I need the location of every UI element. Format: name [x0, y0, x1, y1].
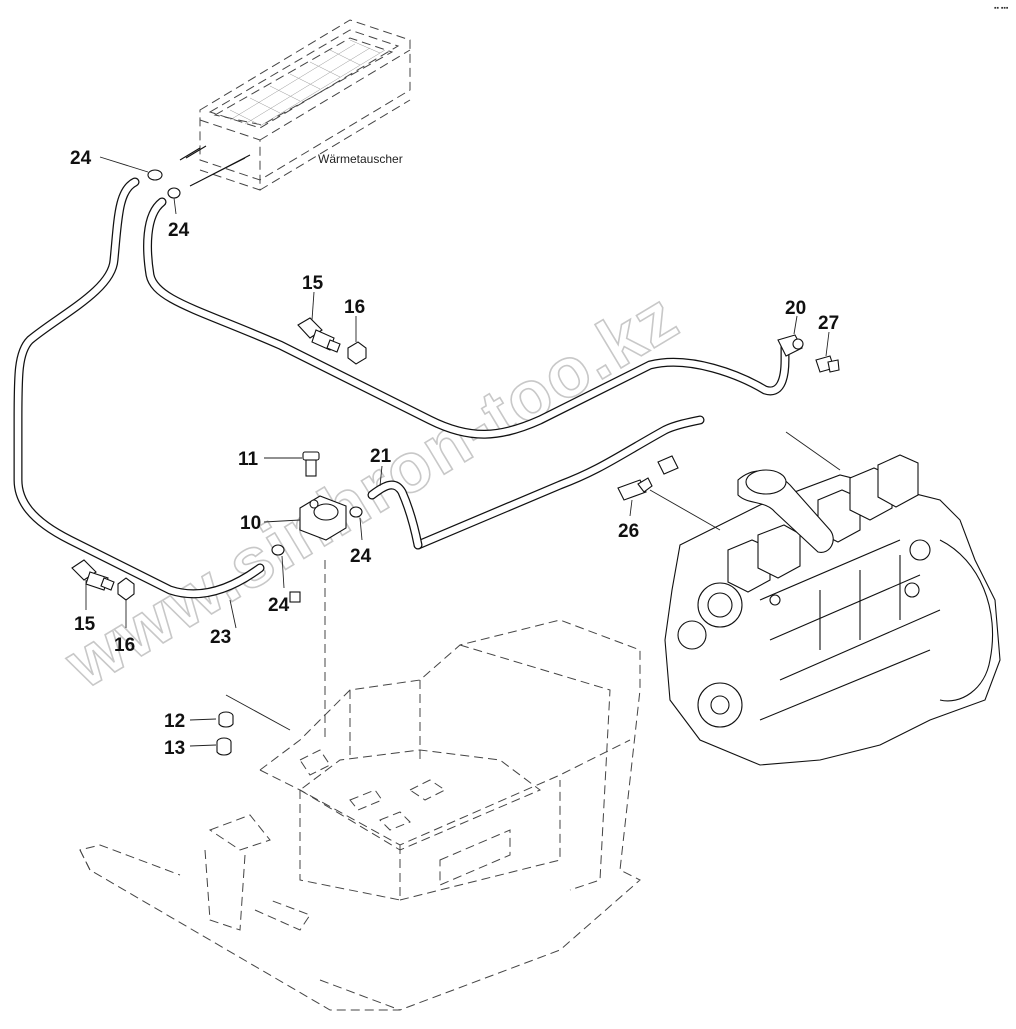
callout-24: 24 — [350, 546, 372, 567]
cap-icon — [218, 711, 234, 728]
callout-12: 12 — [164, 711, 185, 732]
nut-icon — [347, 341, 367, 365]
shutoff-valve-icon — [299, 495, 347, 541]
callout-23: 23 — [210, 627, 231, 648]
callout-16: 16 — [114, 635, 135, 656]
corner-mark: ▪▪ ▪▪▪ — [994, 5, 1009, 12]
spacer-icon — [289, 591, 301, 603]
callout-10: 10 — [240, 513, 261, 534]
fitting-icon — [297, 317, 341, 353]
fitting-icon — [71, 559, 115, 591]
nut-icon — [117, 577, 135, 601]
hose-engine — [413, 415, 705, 550]
drain-valve-icon — [815, 355, 840, 373]
callout-13: 13 — [164, 738, 185, 759]
hose-return — [143, 197, 790, 439]
callout-27: 27 — [818, 313, 839, 334]
heat-exchanger — [179, 19, 411, 191]
elbow-fitting-icon — [777, 334, 804, 357]
callout-24: 24 — [168, 220, 190, 241]
callout-15: 15 — [74, 614, 96, 635]
fitting-icon — [617, 477, 653, 501]
callout-labels: 24 24 15 16 20 27 11 21 10 24 26 24 15 1… — [70, 148, 839, 759]
callout-24: 24 — [268, 595, 290, 616]
hose-clamp-icon — [147, 169, 363, 556]
connector-icon — [657, 455, 679, 475]
nut-icon — [216, 737, 232, 756]
screw-icon — [302, 451, 320, 477]
callout-26: 26 — [618, 521, 639, 542]
heat-exchanger-caption: Wärmetauscher — [318, 152, 403, 166]
callout-20: 20 — [785, 298, 806, 319]
callout-11: 11 — [238, 449, 259, 470]
callout-24: 24 — [70, 148, 92, 169]
callout-15: 15 — [302, 273, 324, 294]
leader-lines — [85, 156, 841, 747]
callout-21: 21 — [370, 446, 392, 467]
engine-assembly — [664, 454, 1001, 766]
hose-21 — [367, 480, 423, 550]
frame-structure — [79, 560, 641, 1011]
hose-supply — [13, 177, 265, 599]
callout-16: 16 — [344, 297, 365, 318]
